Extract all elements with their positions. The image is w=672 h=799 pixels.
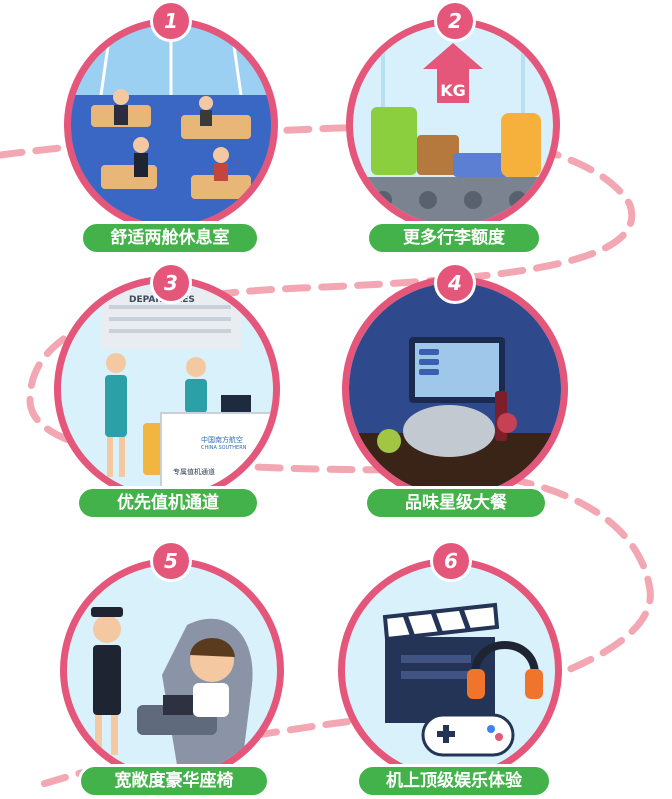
kg-sign: KG <box>440 81 466 100</box>
desk-brand-en-text: CHINA SOUTHERN <box>201 445 247 451</box>
benefit-card-meal: 4 品味星级大餐 <box>336 262 672 528</box>
benefit-label: 更多行李额度 <box>366 221 542 255</box>
benefit-card-entertainment: 6 机上顶级娱乐体验 <box>336 530 672 799</box>
benefit-card-seat: 5 宽敞度豪华座椅 <box>0 530 336 799</box>
benefit-label: 宽敞度豪华座椅 <box>78 764 270 798</box>
benefit-number-badge: 1 <box>150 0 192 42</box>
meal-illustration <box>349 283 561 495</box>
luggage-circle: KG <box>346 18 560 232</box>
seat-circle <box>60 558 284 782</box>
desk-lane-text: 专属值机通道 <box>173 468 215 476</box>
benefit-card-luggage: KG 2 更多行李额度 <box>336 0 672 260</box>
benefit-label: 优先值机通道 <box>76 486 260 520</box>
benefit-label: 品味星级大餐 <box>364 486 548 520</box>
benefit-number-badge: 6 <box>430 540 472 582</box>
benefit-number-badge: 5 <box>150 540 192 582</box>
benefit-number-badge: 4 <box>434 262 476 304</box>
entertainment-circle <box>338 558 562 782</box>
benefit-label: 舒适两舱休息室 <box>80 221 260 255</box>
benefit-card-lounge: 1 舒适两舱休息室 <box>0 0 336 260</box>
checkin-circle: DEPARTURES 中国南方航空 CHINA SOUTHERN 专属值机通道 <box>54 276 280 502</box>
benefit-number-badge: 2 <box>434 0 476 42</box>
checkin-illustration <box>101 289 272 494</box>
desk-brand-text: 中国南方航空 <box>201 436 243 444</box>
seat-illustration <box>91 607 253 765</box>
luggage-illustration <box>353 25 553 225</box>
lounge-circle <box>64 18 278 232</box>
entertainment-illustration <box>382 602 543 757</box>
benefit-label: 机上顶级娱乐体验 <box>356 764 552 798</box>
benefit-number-badge: 3 <box>150 262 192 304</box>
lounge-illustration <box>71 25 271 225</box>
meal-circle <box>342 276 568 502</box>
benefit-card-checkin: DEPARTURES 中国南方航空 CHINA SOUTHERN 专属值机通道 … <box>0 262 336 528</box>
